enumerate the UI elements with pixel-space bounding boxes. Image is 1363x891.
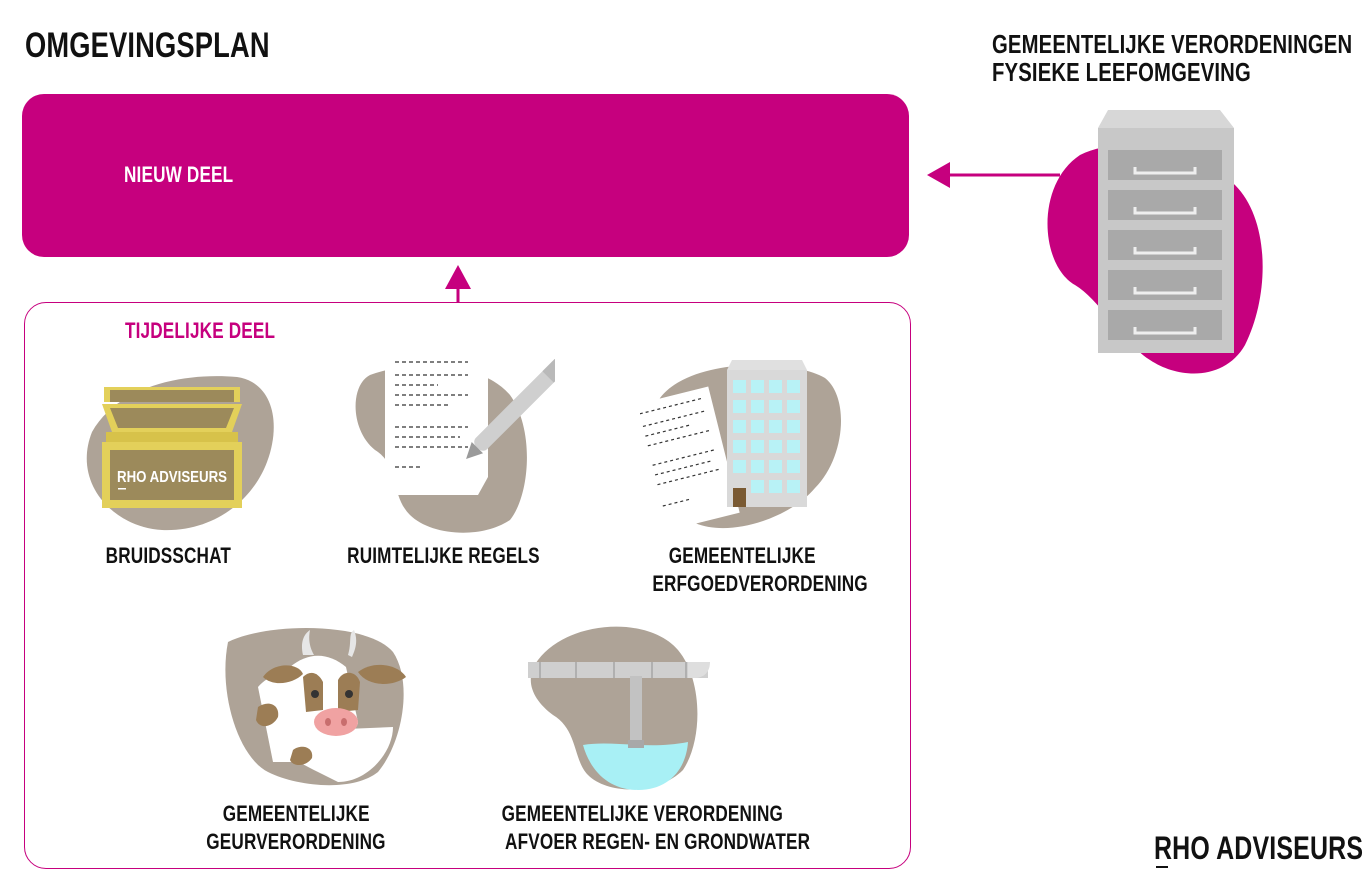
document-pen-icon: [355, 355, 555, 533]
caption-geurverordening: GEMEENTELIJKE GEURVERORDENING: [206, 801, 386, 854]
filing-cabinet-icon: [1047, 110, 1263, 374]
municipal-regulations-title: GEMEENTELIJKE VERORDENINGEN FYSIEKE LEEF…: [992, 30, 1363, 86]
caption-ruimtelijke-regels: RUIMTELIJKE REGELS: [347, 543, 540, 568]
brand-logo: RHO ADVISEURS: [1154, 830, 1363, 866]
brand-underline: [1156, 866, 1168, 868]
document-building-icon: [640, 360, 842, 532]
arrow-left-icon: [927, 162, 1060, 188]
temporary-part-box: [24, 302, 911, 869]
arrow-up-icon: [445, 265, 471, 303]
treasure-chest-icon: RHO ADVISEURS: [86, 376, 274, 531]
cow-icon: [225, 628, 406, 786]
municipal-title-line2: FYSIEKE LEEFOMGEVING: [992, 57, 1251, 87]
new-part-label: NIEUW DEEL: [124, 162, 234, 187]
caption-afvoer-regen-grondwater: GEMEENTELIJKE VERORDENING AFVOER REGEN- …: [501, 801, 811, 854]
caption-erfgoedverordening: GEMEENTELIJKE ERFGOEDVERORDENING: [652, 543, 868, 596]
temporary-part-label: TIJDELIJKE DEEL: [125, 318, 276, 343]
municipal-title-line1: GEMEENTELIJKE VERORDENINGEN: [992, 29, 1353, 59]
new-part-box: [22, 94, 909, 257]
page-title: OMGEVINGSPLAN: [25, 26, 270, 65]
chest-brand-text: RHO ADVISEURS: [117, 469, 227, 486]
caption-bruidsschat: BRUIDSSCHAT: [105, 543, 231, 568]
drainage-pipe-icon: [528, 626, 710, 790]
